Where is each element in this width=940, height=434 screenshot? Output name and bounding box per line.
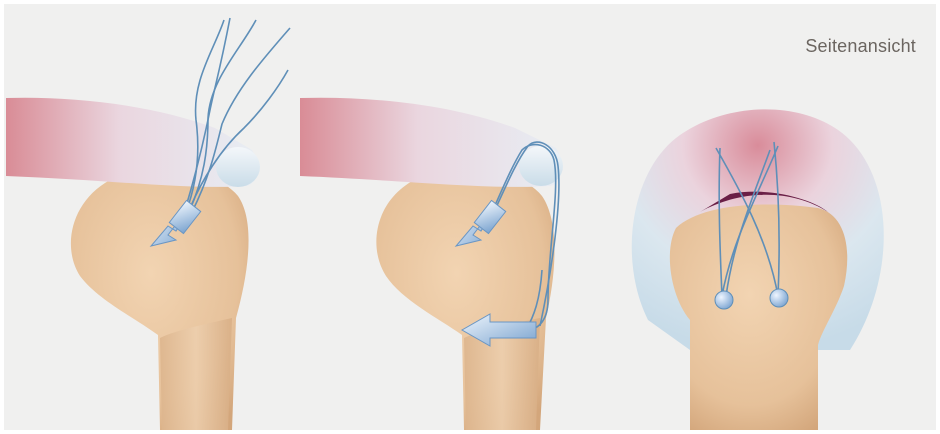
anchor-knob-icon xyxy=(715,291,733,309)
view-label: Seitenansicht xyxy=(805,36,916,57)
anchor-knob-icon xyxy=(770,289,788,307)
